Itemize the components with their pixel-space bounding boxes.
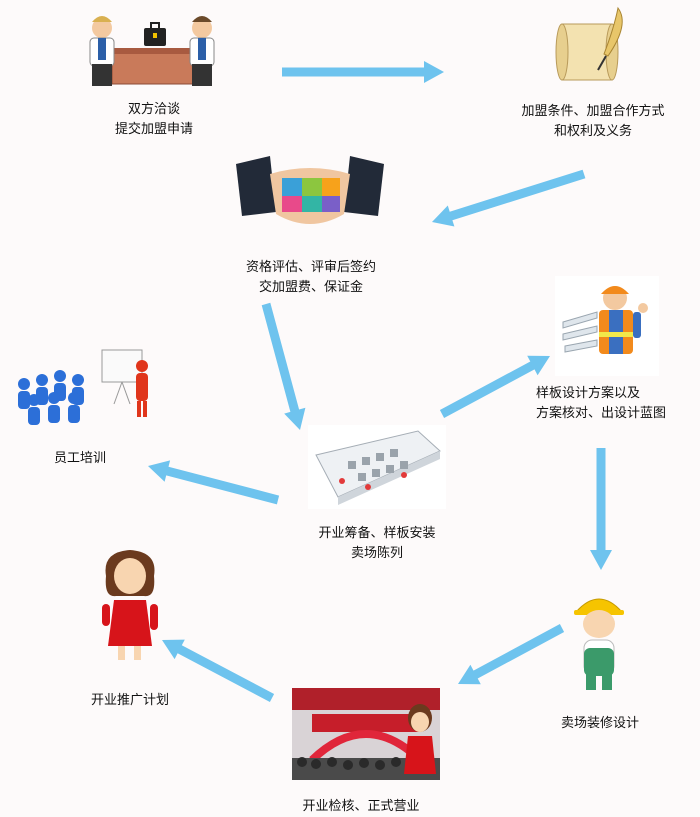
arrow-assess-to-prepare: [261, 302, 306, 430]
step-assess-line-1: 资格评估、评审后签约: [245, 260, 376, 275]
arrow-design-to-decoration: [590, 448, 612, 570]
step-training-label: 员工培训: [30, 449, 130, 469]
arrow-prepare-to-training: [148, 460, 280, 505]
step-decoration-line-1: 卖场装修设计: [560, 716, 639, 731]
step-prepare-line-1: 开业筹备、样板安装: [318, 526, 436, 541]
step-assess-label: 资格评估、评审后签约 交加盟费、保证金: [226, 258, 396, 298]
step-negotiate-line-1: 双方洽谈: [127, 102, 180, 117]
engineer-blueprint-icon: [555, 276, 659, 376]
step-conditions-line-1: 加盟条件、加盟合作方式: [521, 104, 665, 119]
arrow-negotiate-to-conditions: [282, 61, 444, 83]
training-class-icon: [18, 349, 148, 425]
step-promotion-line-1: 开业推广计划: [90, 693, 169, 708]
business-meeting-icon: [89, 16, 215, 86]
step-opening-line-1: 开业检核、正式营业: [302, 799, 420, 814]
step-assess-line-2: 交加盟费、保证金: [258, 280, 363, 295]
step-design-label: 样板设计方案以及 方案核对、出设计蓝图: [536, 384, 700, 424]
step-prepare-label: 开业筹备、样板安装 卖场陈列: [302, 524, 452, 564]
grand-opening-icon: [292, 688, 440, 780]
businesswoman-icon: [102, 550, 158, 660]
step-negotiate-line-2: 提交加盟申请: [114, 122, 193, 137]
arrow-opening-to-promotion: [162, 639, 275, 702]
scroll-quill-icon: [555, 6, 623, 81]
arrow-conditions-to-assess: [432, 169, 586, 227]
step-design-line-2: 方案核对、出设计蓝图: [536, 406, 667, 421]
step-opening-label: 开业检核、正式营业: [276, 797, 446, 817]
construction-worker-icon: [574, 598, 624, 690]
step-conditions-label: 加盟条件、加盟合作方式 和权利及义务: [500, 102, 686, 142]
step-conditions-line-2: 和权利及义务: [553, 124, 632, 139]
step-training-line-1: 员工培训: [53, 451, 106, 466]
step-design-line-1: 样板设计方案以及: [536, 386, 641, 401]
step-negotiate-label: 双方洽谈 提交加盟申请: [84, 100, 224, 140]
step-decoration-label: 卖场装修设计: [540, 714, 660, 734]
store-layout-icon: [308, 425, 446, 509]
step-promotion-label: 开业推广计划: [70, 691, 190, 711]
arrow-decoration-to-opening: [458, 624, 565, 685]
step-prepare-line-2: 卖场陈列: [350, 546, 403, 561]
arrow-prepare-to-design: [439, 355, 550, 418]
handshake-icon: [236, 156, 384, 224]
